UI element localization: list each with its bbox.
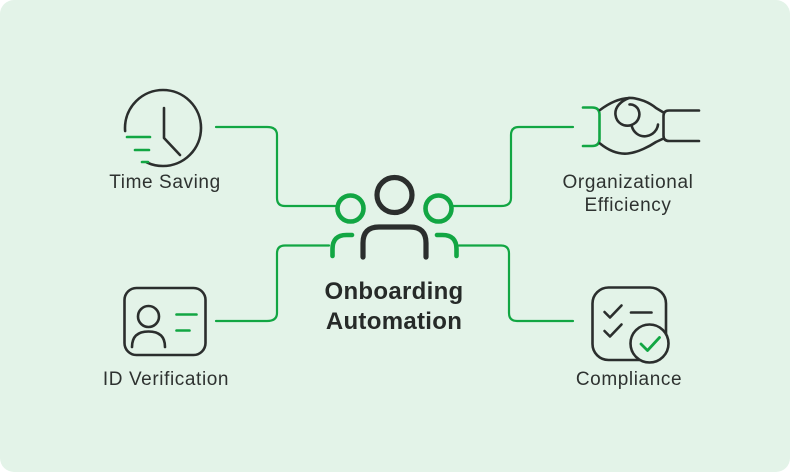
connector-top-right <box>450 125 575 208</box>
node-label-id-verification: ID Verification <box>102 369 230 390</box>
clock-icon <box>123 88 203 168</box>
center-title-line-2: Automation <box>325 308 463 335</box>
center-title-line-1: Onboarding <box>324 278 464 305</box>
label-line-2: Efficiency <box>584 195 672 216</box>
center-title: Onboarding Automation <box>274 277 514 337</box>
handshake-icon <box>581 96 701 155</box>
checklist-icon <box>591 286 670 364</box>
label-line-1: Organizational <box>562 172 694 193</box>
connector-bottom-right <box>457 244 575 323</box>
connector-top-left <box>214 125 337 208</box>
node-label-compliance: Compliance <box>575 369 683 390</box>
node-label-organizational-efficiency: Organizational Efficiency <box>528 171 728 217</box>
node-label-time-saving: Time Saving <box>109 172 221 193</box>
connector-bottom-left <box>214 244 331 323</box>
id-card-icon <box>123 286 207 357</box>
people-icon <box>330 174 459 260</box>
